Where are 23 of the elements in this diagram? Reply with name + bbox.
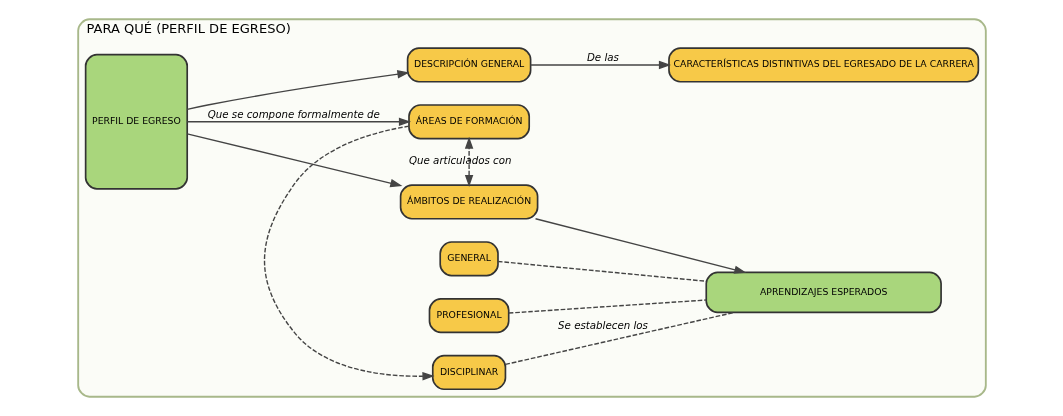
arrow bbox=[186, 117, 411, 127]
node-box: DESCRIPCIÓN GENERAL bbox=[406, 47, 531, 83]
connector bbox=[507, 299, 707, 314]
arrow bbox=[186, 70, 409, 111]
node-box: CARACTERÍSTICAS DISTINTIVAS DEL EGRESADO DE LA CARRERA bbox=[667, 47, 979, 83]
node-box: ÁREAS DE FORMACIÓN bbox=[407, 104, 530, 140]
node-box: PERFIL DE EGRESO bbox=[84, 53, 188, 190]
connector bbox=[496, 260, 707, 282]
arrow bbox=[186, 133, 402, 188]
edge-label: De las bbox=[586, 51, 619, 64]
arrow bbox=[464, 136, 473, 188]
node-box: APRENDIZAJES ESPERADOS bbox=[704, 271, 942, 314]
connector bbox=[504, 311, 735, 366]
node-box: PROFESIONAL bbox=[428, 298, 510, 334]
edge-label: Se establecen los bbox=[557, 318, 648, 331]
node-box: GENERAL bbox=[438, 241, 499, 277]
edge-label: Que se compone formalmente de bbox=[207, 107, 380, 120]
arrow bbox=[529, 60, 671, 70]
arrow bbox=[263, 125, 435, 381]
edge-label: Que articulados con bbox=[408, 153, 512, 166]
node-box: DISCIPLINAR bbox=[431, 354, 506, 391]
node-box: ÁMBITOS DE REALIZACIÓN bbox=[399, 184, 538, 220]
arrow bbox=[534, 218, 746, 274]
